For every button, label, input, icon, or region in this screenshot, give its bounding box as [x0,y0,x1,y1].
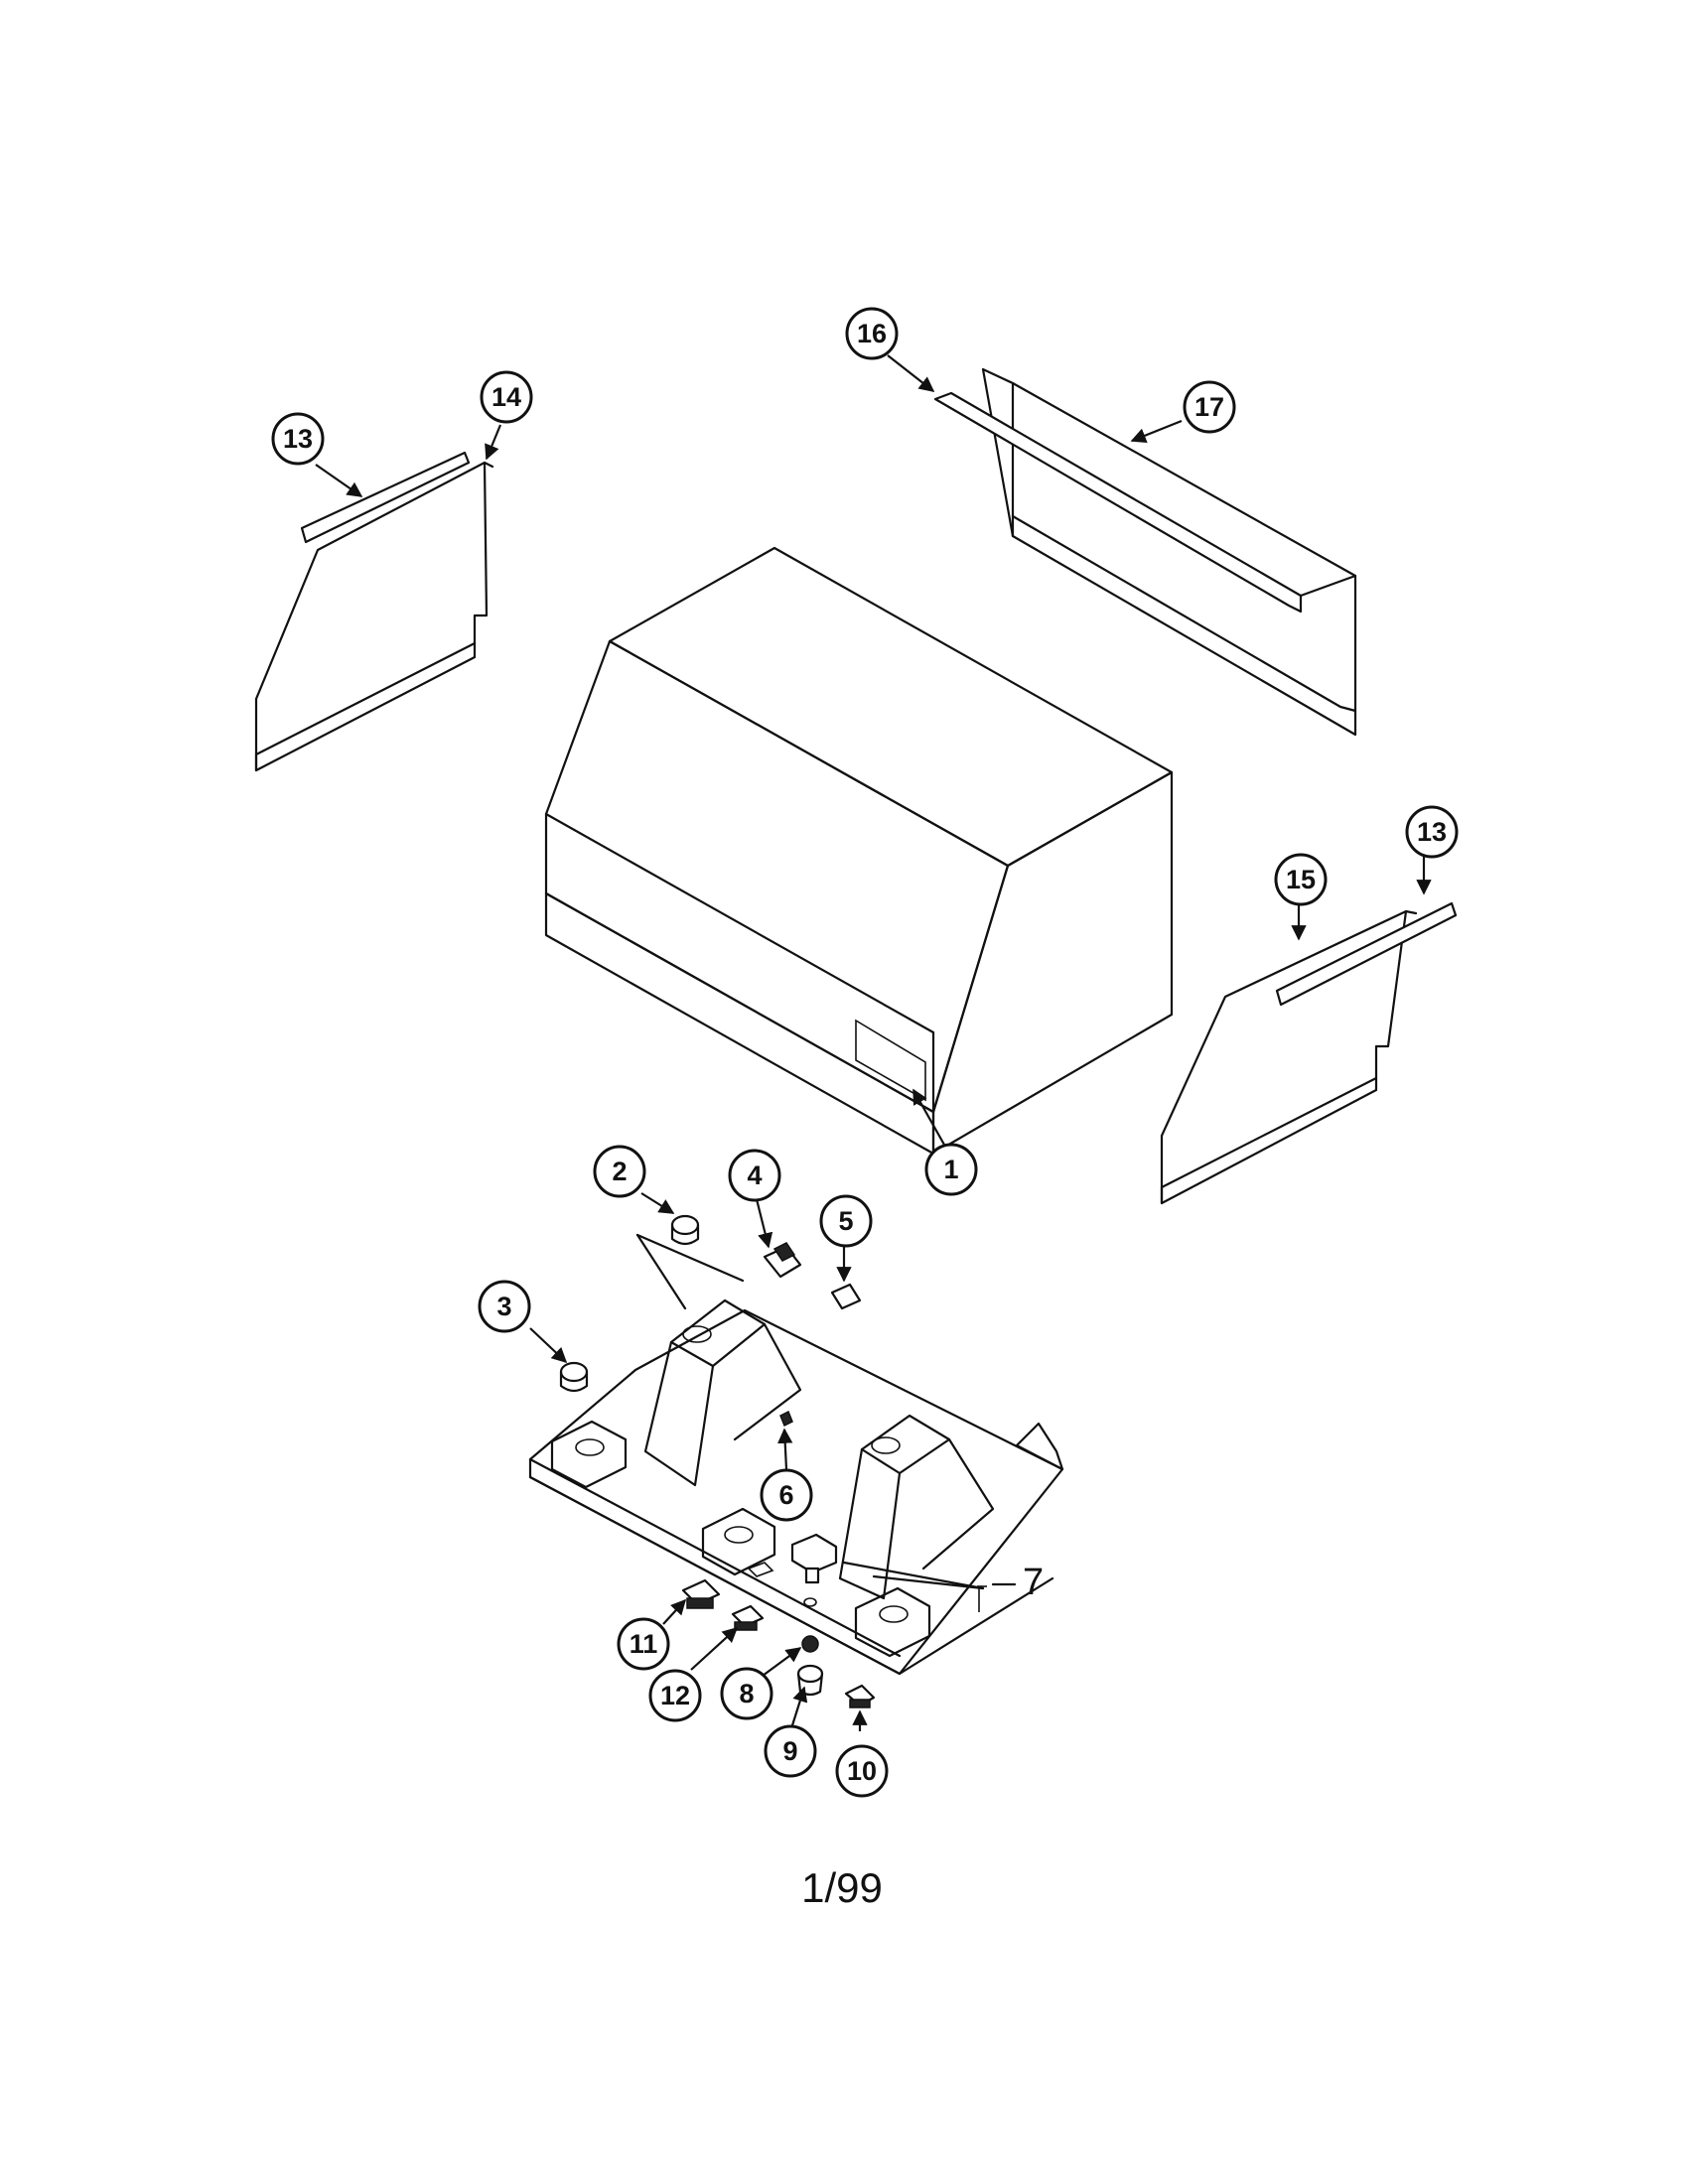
svg-text:9: 9 [782,1736,797,1766]
callout-14: 14 [480,370,533,424]
svg-text:8: 8 [739,1679,754,1708]
svg-text:11: 11 [630,1629,658,1659]
svg-text:14: 14 [491,382,521,412]
right-side-panel [1160,901,1458,1205]
svg-text:5: 5 [838,1206,853,1236]
callout-5: 5 [819,1194,873,1248]
callout-17: 17 [1183,380,1236,434]
callout-16: 16 [845,307,899,360]
leader-lines [315,354,1432,1731]
hood-body [544,546,1174,1156]
callout-2: 2 [593,1145,646,1198]
svg-text:12: 12 [660,1681,690,1710]
svg-text:10: 10 [847,1756,877,1786]
svg-text:3: 3 [496,1292,511,1321]
callout-3: 3 [478,1280,531,1333]
label-7: 7 [1023,1562,1044,1603]
svg-text:16: 16 [857,319,887,348]
date-code: 1/99 [801,1864,883,1911]
bottom-pan [528,1298,1064,1676]
svg-text:15: 15 [1286,865,1316,894]
svg-text:13: 13 [283,424,313,454]
callout-11: 11 [617,1617,670,1671]
callout-9: 9 [764,1724,817,1778]
callout-8: 8 [720,1667,773,1720]
callout-6: 6 [760,1468,813,1522]
svg-text:1: 1 [943,1155,958,1184]
callout-4: 4 [728,1149,781,1202]
rear-panel [933,367,1357,737]
svg-text:13: 13 [1417,817,1447,847]
callout-10: 10 [835,1744,889,1798]
callout-13-right: 13 [1405,805,1459,859]
callout-12: 12 [648,1669,702,1722]
small-parts [559,1214,876,1708]
svg-text:4: 4 [747,1160,762,1190]
callout-13-left: 13 [271,412,325,466]
left-side-panel [254,451,494,772]
callout-15: 15 [1274,853,1328,906]
callout-1: 1 [924,1143,978,1196]
svg-text:6: 6 [778,1480,793,1510]
svg-text:2: 2 [612,1157,627,1186]
svg-text:17: 17 [1194,392,1224,422]
